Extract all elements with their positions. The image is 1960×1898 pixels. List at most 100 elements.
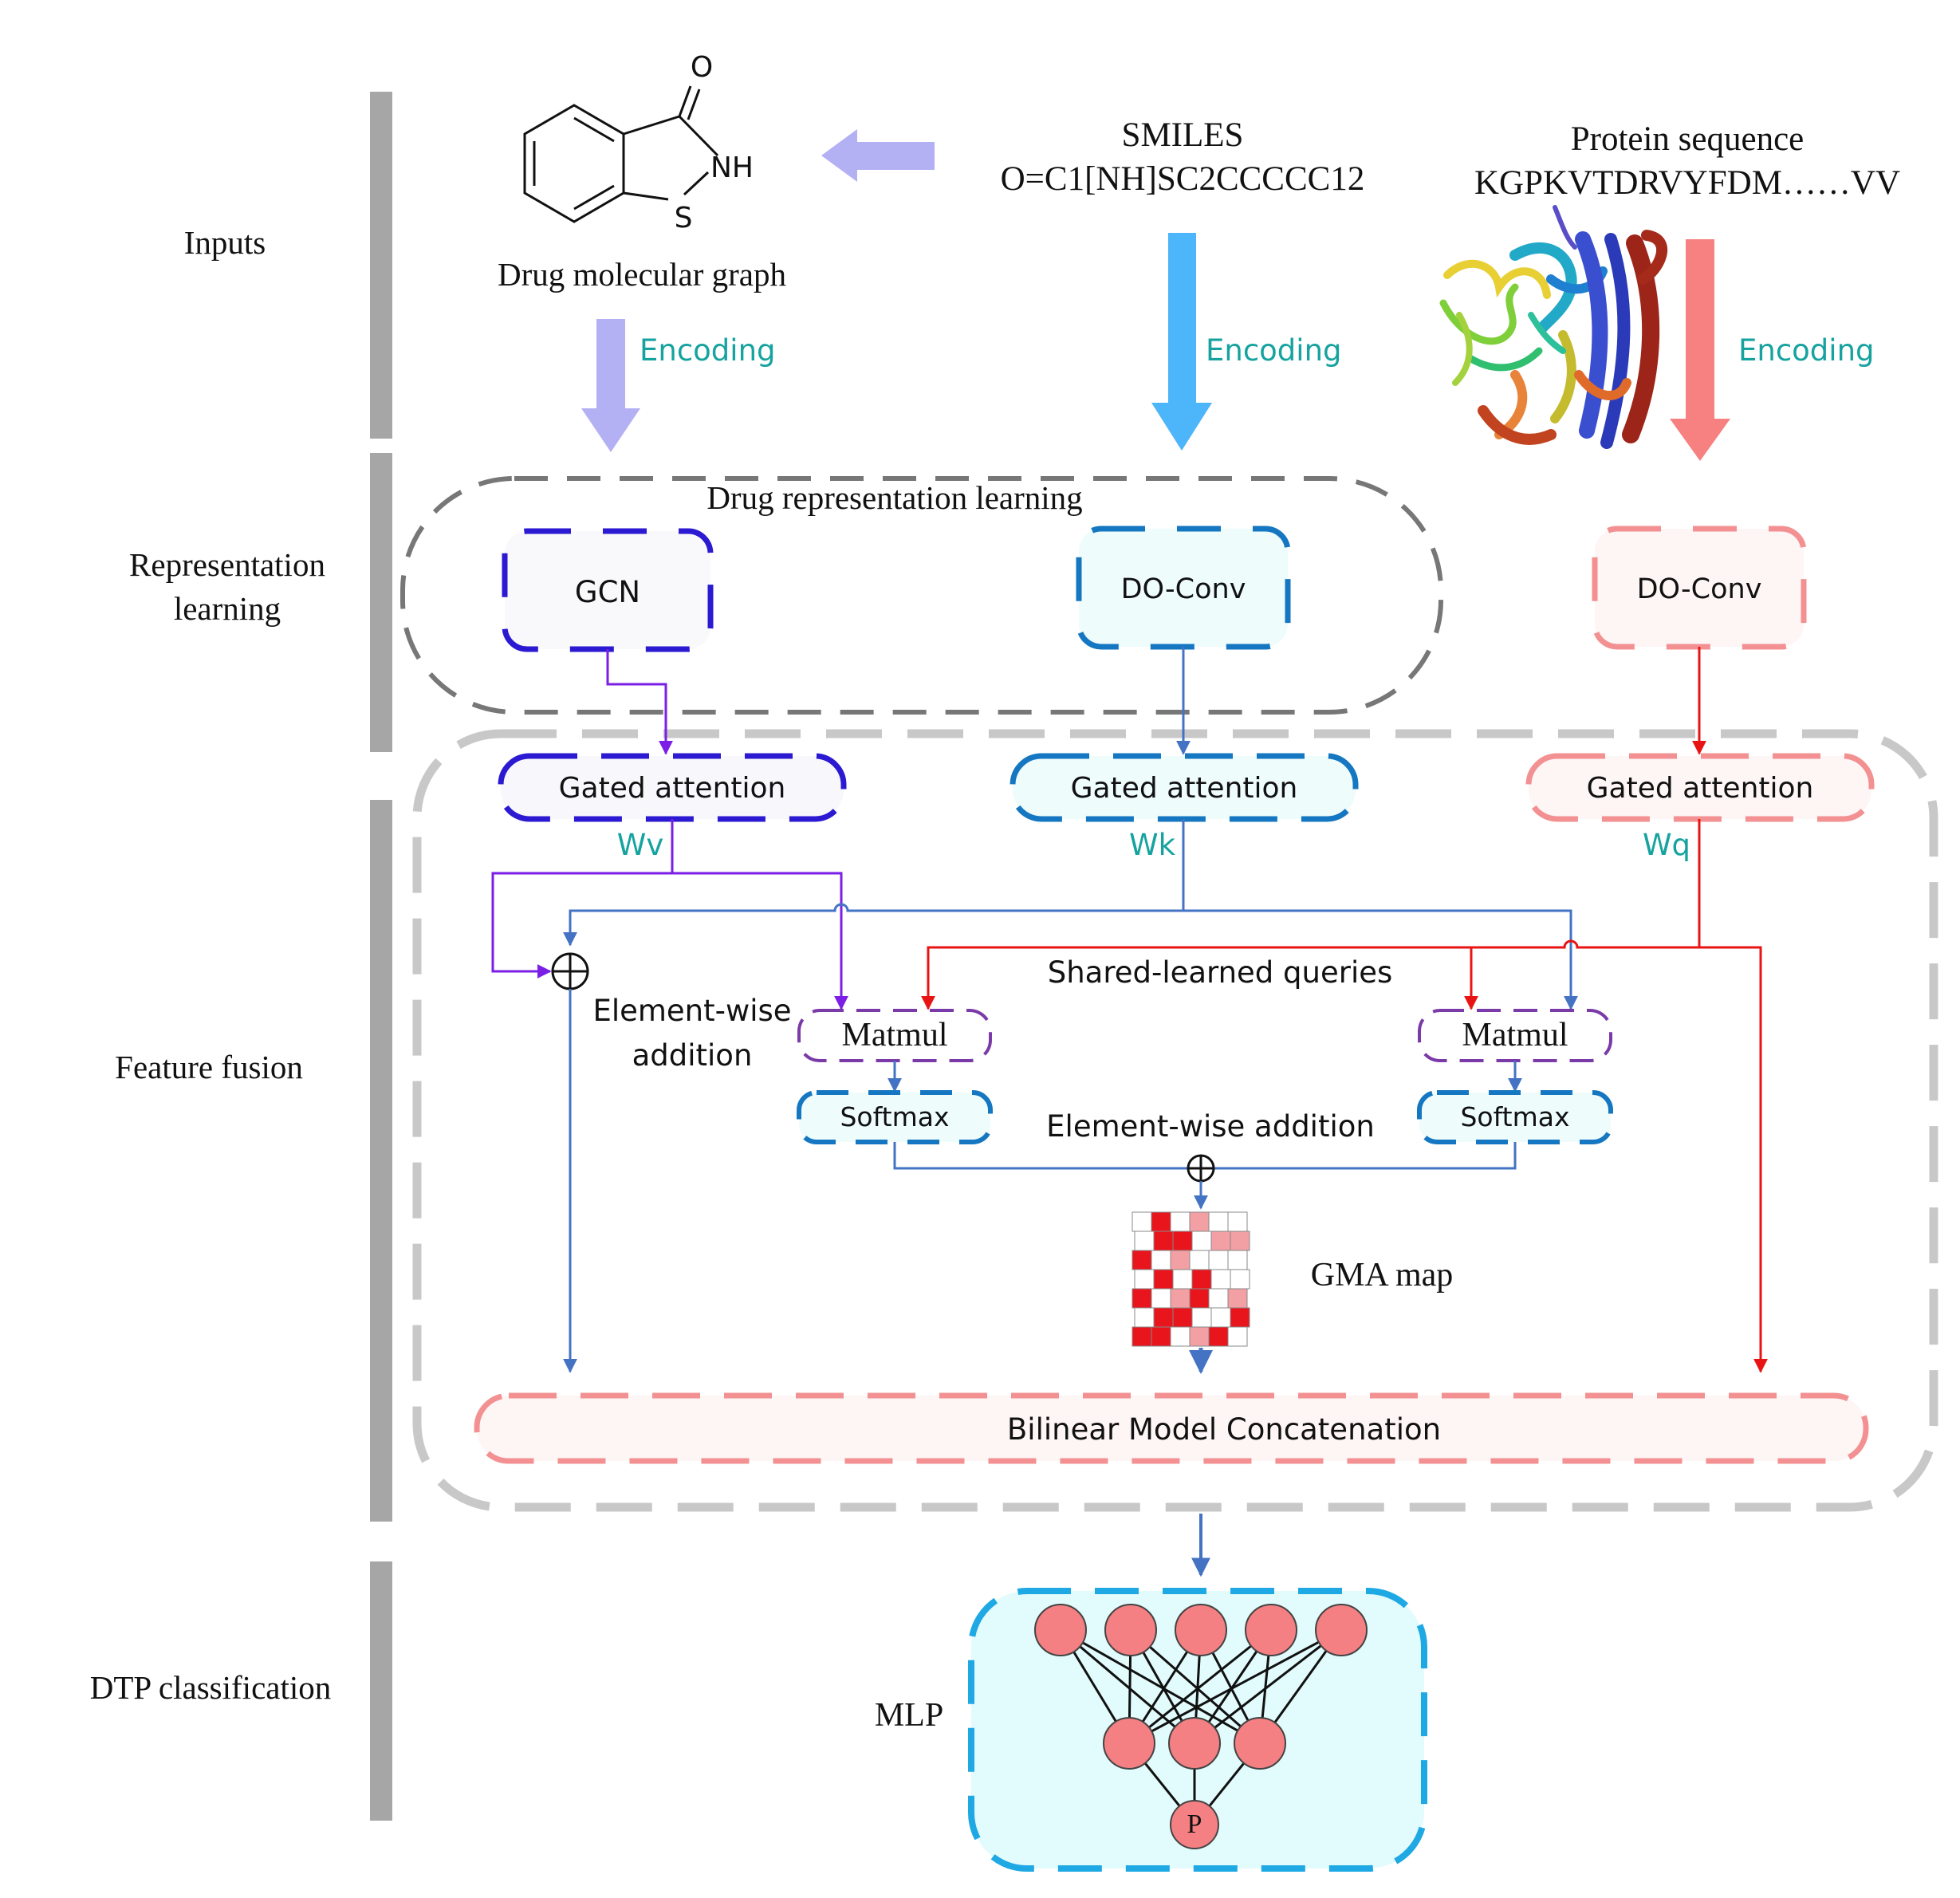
gated-attention-mid-label: Gated attention bbox=[1071, 772, 1298, 805]
gma-cell bbox=[1189, 1288, 1210, 1309]
atom-s: S bbox=[675, 202, 693, 234]
wk-right-line bbox=[1183, 909, 1578, 1010]
gma-cell bbox=[1151, 1250, 1171, 1270]
mlp-input-node bbox=[1104, 1604, 1157, 1656]
doconv-protein-label: DO-Conv bbox=[1637, 573, 1762, 605]
mlp-network bbox=[1034, 1604, 1368, 1849]
encoding-label-drug: Encoding bbox=[640, 333, 776, 368]
stage-label-representation-2: learning bbox=[174, 590, 281, 627]
mlp-output-node bbox=[1170, 1800, 1219, 1849]
stage-label-classification: DTP classification bbox=[90, 1669, 332, 1706]
wv-to-add-line bbox=[491, 872, 672, 979]
mlp-hidden-node bbox=[1168, 1717, 1221, 1770]
gma-cell bbox=[1227, 1326, 1248, 1347]
shared-queries-label: Shared-learned queries bbox=[1048, 955, 1393, 990]
drug-encoding-arrow bbox=[581, 319, 640, 452]
gma-cell bbox=[1191, 1307, 1212, 1328]
gma-cell bbox=[1227, 1211, 1248, 1232]
stage-bar-inputs bbox=[370, 92, 392, 439]
mlp-input-node bbox=[1315, 1604, 1368, 1656]
gma-cell bbox=[1170, 1211, 1191, 1232]
gma-cell bbox=[1153, 1269, 1174, 1290]
protein-title: Protein sequence bbox=[1571, 120, 1805, 158]
matmul-left-label: Matmul bbox=[842, 1017, 948, 1053]
wv-line bbox=[671, 819, 848, 1010]
elementwise-left-label-2: addition bbox=[632, 1038, 753, 1073]
gma-cell bbox=[1189, 1326, 1210, 1347]
mlp-edge bbox=[1060, 1628, 1195, 1745]
encoding-label-smiles: Encoding bbox=[1206, 333, 1342, 368]
wk-line bbox=[563, 819, 1185, 947]
bilinear-label: Bilinear Model Concatenation bbox=[1007, 1412, 1441, 1447]
gma-cell bbox=[1170, 1288, 1191, 1309]
gma-cell bbox=[1132, 1211, 1152, 1232]
gma-cell bbox=[1208, 1250, 1229, 1270]
matmul-right-label: Matmul bbox=[1462, 1017, 1568, 1053]
atom-o: O bbox=[691, 51, 713, 84]
gma-cell bbox=[1153, 1231, 1174, 1251]
wq-shared-line bbox=[921, 939, 1699, 1010]
gma-cell bbox=[1189, 1250, 1210, 1270]
elementwise-center-label: Element-wise addition bbox=[1046, 1109, 1375, 1144]
mlp-label: MLP bbox=[875, 1697, 943, 1734]
gma-cell bbox=[1134, 1307, 1155, 1328]
gma-cell bbox=[1227, 1288, 1248, 1309]
gma-cell bbox=[1172, 1231, 1193, 1251]
mlp-input-node bbox=[1175, 1604, 1227, 1656]
softmax-left-box bbox=[797, 1090, 993, 1144]
gma-cell bbox=[1208, 1211, 1229, 1232]
feature-fusion-group bbox=[412, 729, 1938, 1512]
gma-cell bbox=[1132, 1326, 1152, 1347]
drug-molecule-structure bbox=[523, 85, 719, 223]
gma-cell bbox=[1230, 1269, 1250, 1290]
mlp-edge bbox=[1194, 1628, 1342, 1745]
gma-cell bbox=[1153, 1307, 1174, 1328]
gma-cell bbox=[1210, 1231, 1231, 1251]
stage-label-fusion: Feature fusion bbox=[115, 1049, 303, 1085]
elementwise-add-left-symbol bbox=[551, 952, 589, 990]
doconv-drug-label: DO-Conv bbox=[1121, 573, 1246, 605]
gma-cell bbox=[1132, 1250, 1152, 1270]
gma-cell bbox=[1170, 1250, 1191, 1270]
elementwise-add-center-symbol bbox=[1187, 1154, 1215, 1183]
stage-bar-representation bbox=[370, 453, 392, 752]
softmax-right-box bbox=[1417, 1090, 1613, 1144]
gma-cell bbox=[1151, 1211, 1171, 1232]
mlp-hidden-node bbox=[1234, 1717, 1286, 1770]
elementwise-left-label-1: Element-wise bbox=[592, 994, 791, 1028]
wq-line bbox=[1698, 819, 1768, 1373]
stage-bar-fusion bbox=[370, 800, 392, 1522]
gma-cell bbox=[1210, 1307, 1231, 1328]
gated-attention-right-label: Gated attention bbox=[1587, 772, 1814, 805]
protein-structure-image bbox=[1439, 205, 1668, 449]
encoding-label-protein: Encoding bbox=[1738, 333, 1875, 368]
stage-label-inputs: Inputs bbox=[184, 224, 266, 261]
wq-label: Wq bbox=[1643, 828, 1690, 862]
protein-value: KGPKVTDRVYFDM……VV bbox=[1474, 164, 1900, 202]
mlp-edge bbox=[1128, 1628, 1342, 1745]
mlp-edge bbox=[1130, 1628, 1261, 1745]
smiles-encoding-arrow bbox=[1151, 233, 1212, 451]
gma-cell bbox=[1132, 1288, 1152, 1309]
stage-bar-classification bbox=[370, 1561, 392, 1821]
gma-map-label: GMA map bbox=[1311, 1257, 1454, 1294]
mlp-hidden-node bbox=[1103, 1717, 1155, 1770]
gma-map-heatmap bbox=[1132, 1211, 1250, 1347]
gma-cell bbox=[1191, 1231, 1212, 1251]
gma-cell bbox=[1227, 1250, 1248, 1270]
gcn-to-gated-line bbox=[606, 649, 673, 755]
wv-label: Wv bbox=[617, 828, 663, 862]
gma-cell bbox=[1151, 1288, 1171, 1309]
mlp-edge bbox=[1060, 1628, 1261, 1745]
gma-cell bbox=[1208, 1288, 1229, 1309]
drug-representation-title: Drug representation learning bbox=[706, 479, 1082, 516]
molecule-label: Drug molecular graph bbox=[498, 256, 786, 293]
gma-cell bbox=[1191, 1269, 1212, 1290]
gcn-label: GCN bbox=[575, 575, 640, 609]
mlp-output-label: P bbox=[1187, 1809, 1202, 1839]
smiles-to-graph-arrow bbox=[821, 129, 935, 182]
gma-cell bbox=[1230, 1231, 1250, 1251]
gma-cell bbox=[1189, 1211, 1210, 1232]
gma-cell bbox=[1170, 1326, 1191, 1347]
gma-cell bbox=[1134, 1231, 1155, 1251]
